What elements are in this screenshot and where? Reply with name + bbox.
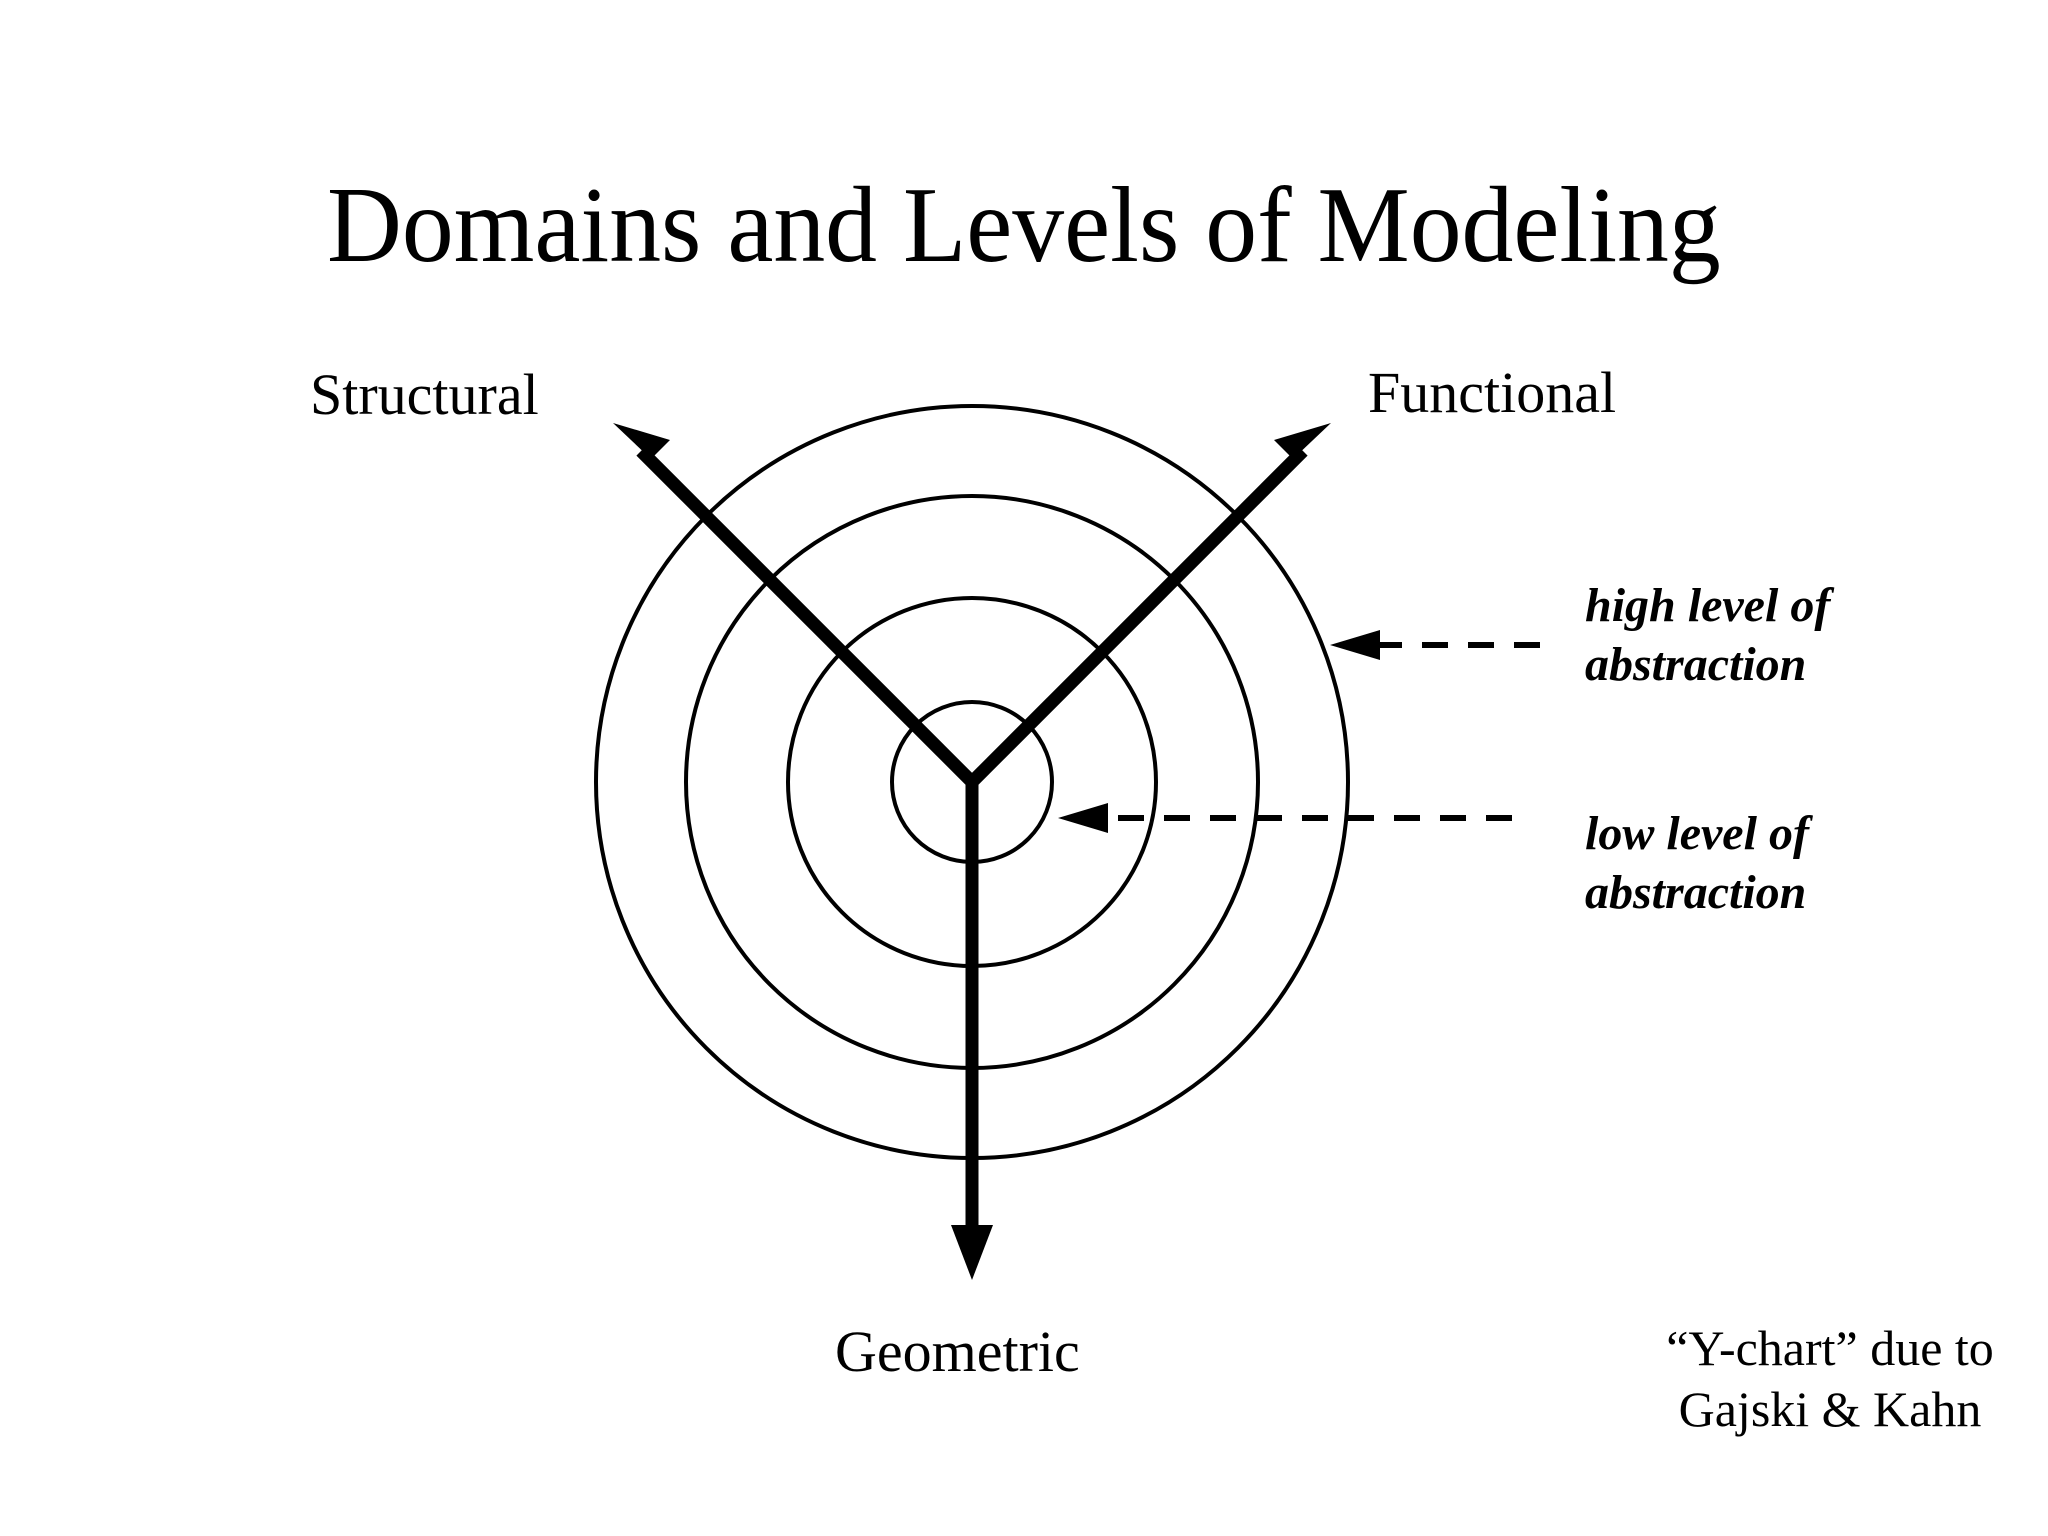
attribution-note: “Y-chart” due to Gajski & Kahn <box>1620 1318 2040 1440</box>
annotation-low-level-of-abstraction: low level of abstraction <box>1585 805 1809 922</box>
low-abstraction-pointer-arrowhead <box>1058 803 1108 833</box>
axis-label-structural: Structural <box>310 362 539 427</box>
functional-axis-arrowhead <box>1274 423 1331 459</box>
functional-axis-line <box>967 446 1308 787</box>
high-abstraction-pointer-arrowhead <box>1330 630 1380 660</box>
attribution-line-1: “Y-chart” due to <box>1666 1320 1994 1376</box>
page-title-text: Domains and Levels of Modeling <box>327 166 1721 285</box>
axis-label-geometric: Geometric <box>835 1319 1080 1384</box>
structural-axis-arrowhead <box>613 423 670 459</box>
annotation-high-level-of-abstraction: high level of abstraction <box>1585 577 1830 694</box>
page-title: Domains and Levels of Modeling <box>0 166 2048 285</box>
annotation-low-line-1: low level of <box>1585 807 1809 860</box>
attribution-line-2: Gajski & Kahn <box>1678 1381 1982 1437</box>
geometric-axis-arrowhead <box>951 1225 993 1280</box>
structural-axis-line <box>636 446 977 787</box>
axis-label-functional: Functional <box>1368 360 1617 425</box>
annotation-low-line-2: abstraction <box>1585 865 1807 919</box>
annotation-high-line-1: high level of <box>1585 579 1831 632</box>
annotation-high-line-2: abstraction <box>1585 637 1807 691</box>
